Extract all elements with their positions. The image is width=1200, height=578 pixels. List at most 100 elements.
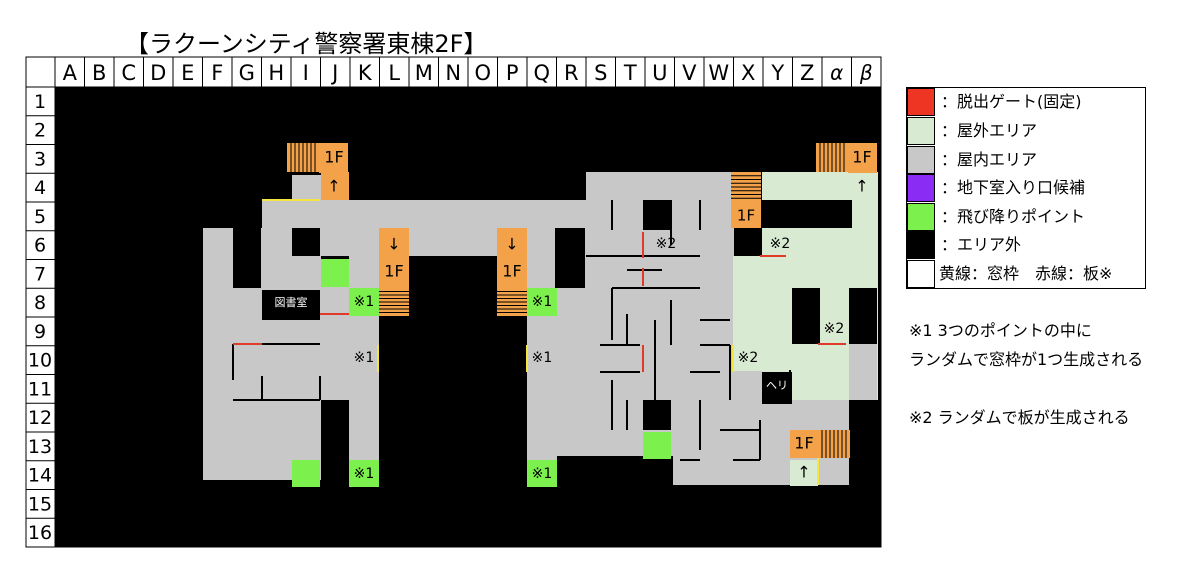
drop-point-k8 (349, 288, 379, 316)
arrow-down-p: ↓ (505, 235, 518, 254)
arrow-up-x: ↑ (739, 233, 752, 252)
void (233, 228, 261, 288)
row-header-12: 12 (28, 407, 52, 429)
row-header-4: 4 (34, 177, 46, 199)
mark1-k10: ※1 (354, 350, 375, 366)
column-header-Q: Q (533, 61, 550, 85)
column-header-O: O (474, 61, 491, 85)
drop-point (321, 259, 349, 287)
legend-swatch-basement (907, 174, 935, 202)
column-header-B: B (92, 61, 106, 85)
mark2-alpha9: ※2 (824, 321, 845, 337)
void (643, 400, 671, 430)
drop-point-k14 (349, 460, 379, 487)
column-header-β: β (859, 61, 873, 85)
legend-item-basement: ：地下室入り口候補 (907, 174, 1147, 202)
row-header-14: 14 (28, 465, 52, 487)
legend-label-drop: ：飛び降りポイント (941, 207, 1086, 226)
legend-label-basement: ：地下室入り口候補 (941, 178, 1086, 197)
mark1-k14: ※1 (354, 466, 375, 482)
stairs-west-exit (321, 172, 349, 200)
row-header-6: 6 (34, 235, 46, 257)
legend-item-indoor: ：屋内エリア (907, 146, 1147, 174)
outdoor-landing (790, 460, 818, 486)
corridor-east-south (733, 400, 849, 430)
label-heli: ヘリ (766, 379, 788, 392)
stairs-p-label-cell (497, 228, 527, 288)
column-header-P: P (506, 61, 519, 85)
outdoor-balcony-edge (733, 256, 763, 371)
label-1f-west: 1F (324, 148, 343, 167)
legend: ：脱出ゲート(固定) ：屋外エリア ：屋内エリア ：地下室入り口候補 ：飛び降り… (906, 87, 1146, 289)
legend-label-lines: 黄線：窓枠 赤線：板※ (939, 264, 1113, 283)
column-header-A: A (63, 61, 78, 85)
column-header-R: R (564, 61, 579, 85)
row-header-16: 16 (28, 522, 52, 544)
grid-frame (25, 56, 882, 548)
arrow-up-west: ↑ (327, 177, 340, 196)
label-1f-x: 1F (737, 207, 755, 225)
column-header-L: L (388, 61, 400, 85)
mark1-q8: ※1 (532, 294, 553, 310)
legend-swatch-outside (907, 231, 935, 259)
row-header-8: 8 (34, 292, 46, 314)
mark2-x10: ※2 (738, 350, 759, 366)
drop-point (643, 432, 671, 459)
row-header-2: 2 (34, 120, 46, 142)
legend-swatch-outdoor (907, 117, 935, 145)
legend-item-outside: ：エリア外 (907, 231, 1147, 259)
column-header-Y: Y (770, 61, 784, 85)
legend-label-outside: ：エリア外 (941, 235, 1022, 254)
drop-point (292, 460, 320, 487)
note-1-line-2: ランダムで窓枠が1つ生成される (909, 350, 1144, 369)
arrow-down-l: ↓ (387, 235, 400, 254)
label-1f-p: 1F (502, 262, 521, 281)
drop-point-q8 (527, 288, 557, 316)
column-header-I: I (303, 61, 309, 85)
indoor-annex (849, 344, 877, 400)
column-header-M: M (415, 61, 433, 85)
label-1f-z: 1F (794, 434, 813, 453)
column-header-α: α (830, 61, 843, 85)
legend-swatch-drop (907, 203, 935, 231)
row-header-11: 11 (28, 378, 52, 400)
column-header-S: S (594, 61, 607, 85)
row-header-7: 7 (34, 263, 46, 285)
column-header-H: H (268, 61, 284, 85)
row-header-1: 1 (34, 91, 46, 113)
label-1f-l: 1F (384, 262, 403, 281)
void (762, 200, 852, 228)
legend-label-outdoor: ：屋外エリア (941, 121, 1038, 140)
legend-item-outdoor: ：屋外エリア (907, 117, 1147, 145)
column-header-N: N (445, 61, 461, 85)
column-header-W: W (708, 61, 729, 85)
legend-swatch-exit-gate (907, 88, 935, 116)
legend-item-lines: 黄線：窓枠 赤線：板※ (907, 260, 1147, 288)
mark1-k8: ※1 (354, 294, 375, 310)
drop-point-q14 (527, 460, 557, 487)
label-1f-beta: 1F (852, 148, 871, 167)
void (321, 400, 349, 480)
void-library (262, 290, 320, 320)
row-header-3: 3 (34, 148, 46, 170)
mark1-q14: ※1 (532, 466, 553, 482)
column-header-C: C (121, 61, 136, 85)
row-header-10: 10 (28, 350, 52, 372)
void (643, 200, 671, 230)
column-header-E: E (181, 61, 194, 85)
helipad-block (762, 372, 792, 404)
legend-item-exit-gate: ：脱出ゲート(固定) (907, 88, 1147, 116)
column-header-X: X (741, 61, 755, 85)
column-header-J: J (330, 61, 338, 85)
note-2: ※2 ランダムで板が生成される (909, 408, 1130, 427)
map-title: 【ラクーンシティ警察署東棟2F】 (125, 30, 488, 58)
stairs-beta-label-cell (848, 143, 877, 173)
column-header-F: F (211, 61, 223, 85)
column-header-K: K (358, 61, 373, 85)
column-header-G: G (239, 61, 255, 85)
column-header-T: T (623, 61, 637, 85)
void (292, 228, 320, 256)
note-1-line-1: ※1 3つのポイントの中に (909, 321, 1092, 340)
legend-item-drop: ：飛び降りポイント (907, 203, 1147, 231)
